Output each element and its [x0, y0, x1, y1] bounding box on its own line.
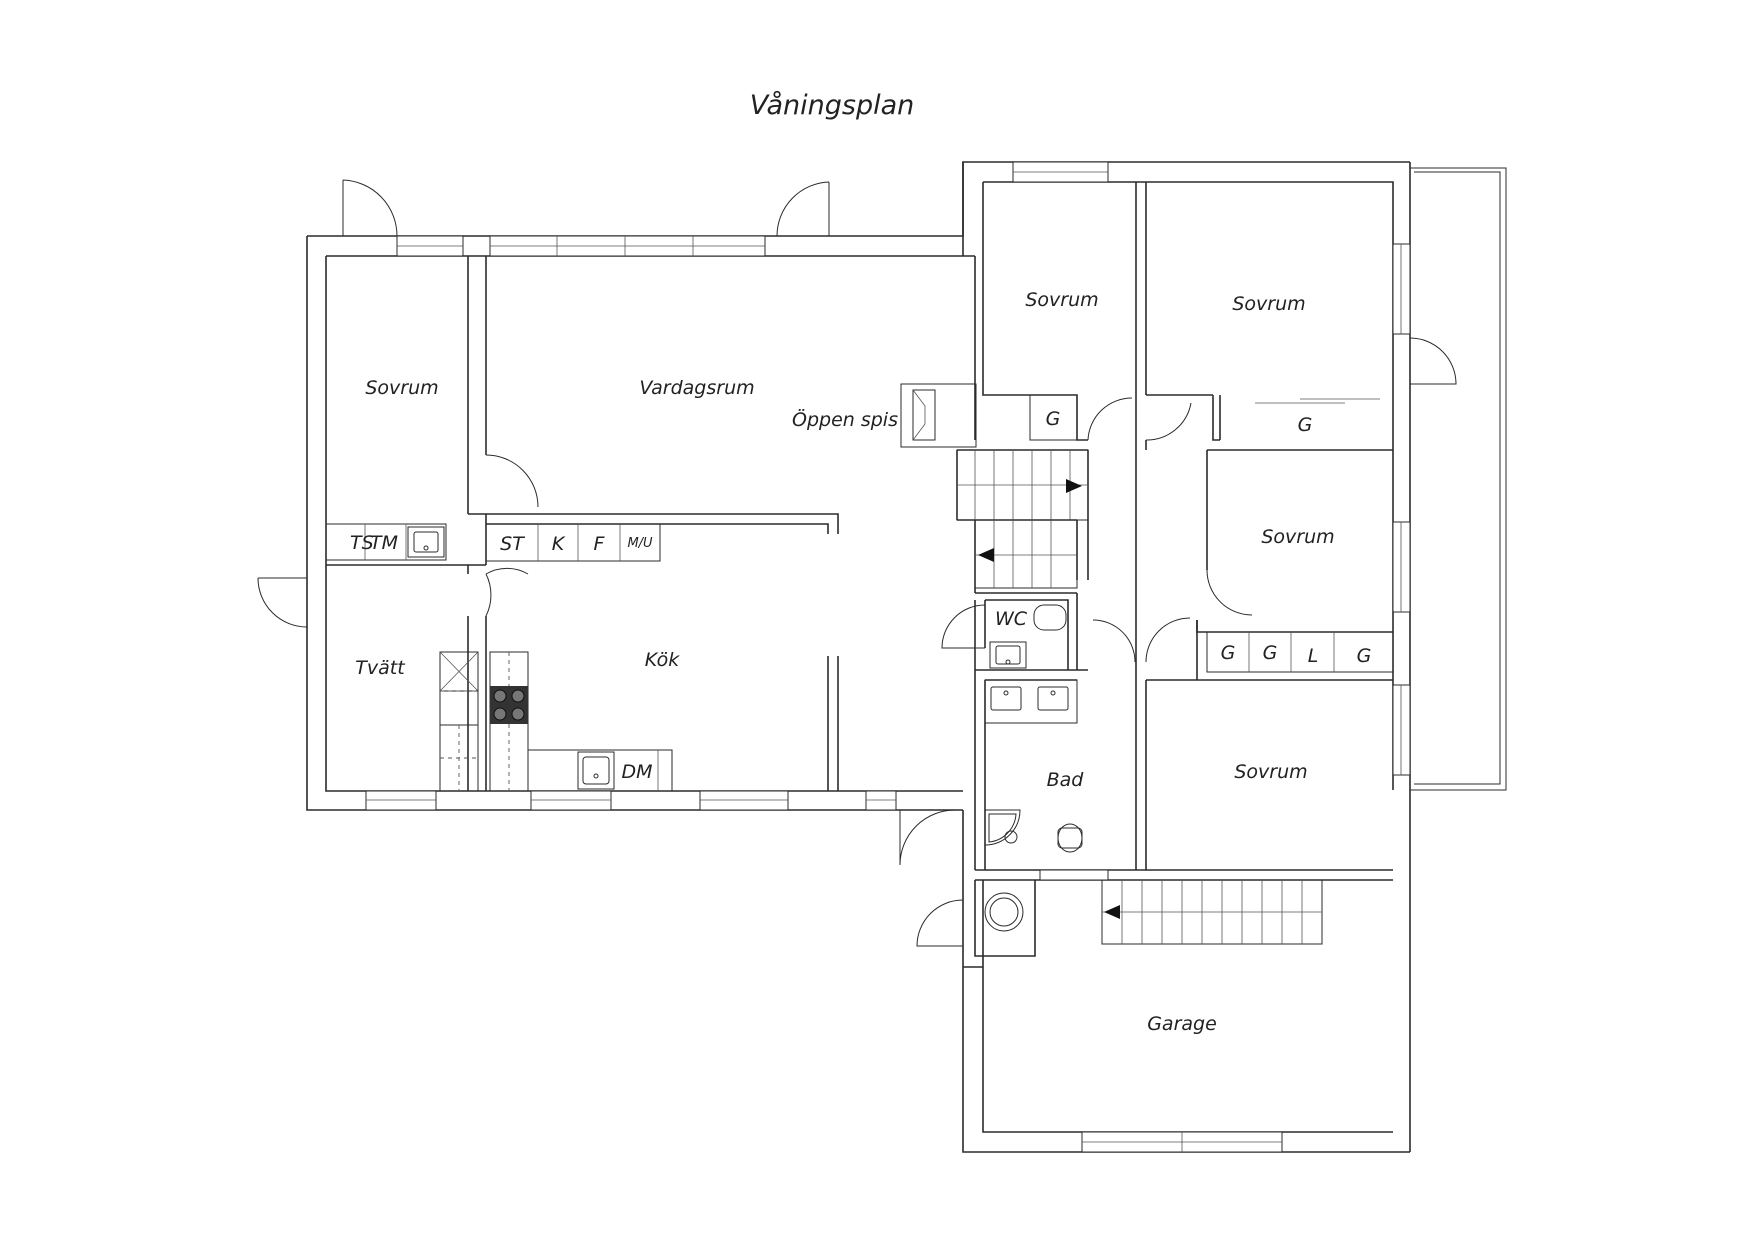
- kitchen-counter: [485, 523, 673, 792]
- room-kok: Kök: [645, 649, 680, 671]
- fireplace: [900, 383, 977, 448]
- wardrobe-g-3: G: [1221, 642, 1236, 664]
- fixture-k: K: [552, 533, 566, 555]
- room-sovrum-bottom: Sovrum: [1234, 761, 1307, 783]
- fixture-dm: DM: [621, 761, 652, 783]
- bathroom-fixtures: [984, 679, 1083, 932]
- room-sovrum-top1: Sovrum: [1025, 289, 1098, 311]
- room-tvatt: Tvätt: [355, 657, 406, 679]
- room-sovrum-left: Sovrum: [365, 377, 438, 399]
- fixture-st: ST: [500, 533, 525, 555]
- wardrobe-g-2: G: [1298, 414, 1313, 436]
- fixture-mu: M/U: [627, 536, 653, 551]
- left-wing-doors: [257, 179, 956, 866]
- left-wing-walls: [306, 161, 1410, 811]
- stairs-upper: [956, 449, 1089, 589]
- room-vardagsrum: Vardagsrum: [639, 377, 754, 399]
- label-oppen-spis: Öppen spis: [792, 408, 898, 431]
- right-wing-doors: [916, 337, 1457, 947]
- wc-fixtures: [989, 604, 1067, 669]
- terrace: [1410, 167, 1507, 791]
- wardrobe-g-5: G: [1357, 645, 1372, 667]
- room-wc: WC: [995, 608, 1028, 630]
- fixture-tm: TM: [370, 532, 398, 554]
- right-wing-windows: [1012, 161, 1411, 1153]
- plan-title: Våningsplan: [750, 90, 915, 121]
- room-sovrum-top2: Sovrum: [1232, 293, 1305, 315]
- room-bad: Bad: [1047, 769, 1085, 791]
- wardrobe-g-1: G: [1046, 408, 1061, 430]
- wardrobe-g-4: G: [1263, 642, 1278, 664]
- linen-l: L: [1308, 645, 1319, 667]
- room-garage: Garage: [1147, 1013, 1217, 1035]
- laundry-counter: [325, 523, 479, 792]
- fixture-ts: TS: [350, 532, 374, 554]
- stairs-garage: [1101, 879, 1323, 945]
- fixture-f: F: [594, 533, 606, 555]
- wardrobes: [1029, 394, 1394, 673]
- left-wing-windows: [365, 235, 897, 811]
- room-sovrum-mid: Sovrum: [1261, 526, 1334, 548]
